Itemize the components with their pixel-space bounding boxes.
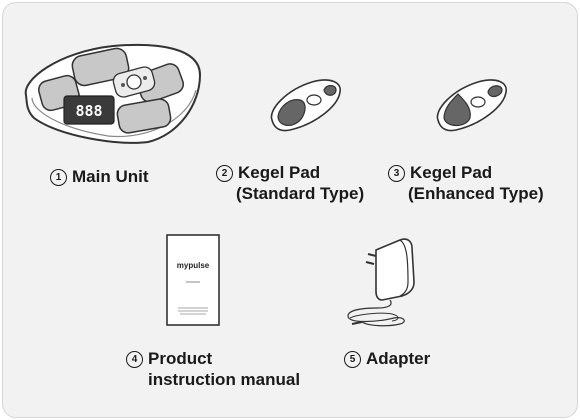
item-name: Main Unit (72, 167, 149, 186)
item-name: Product (148, 349, 213, 368)
main-unit-illustration: 888 (24, 43, 202, 144)
manual-brand-text: mypulse (177, 261, 210, 270)
display-digits: 888 (75, 102, 102, 120)
number-badge: 3 (388, 165, 405, 182)
adapter-illustration (347, 238, 415, 327)
item-subtitle: (Standard Type) (236, 184, 365, 203)
number-badge: 5 (344, 351, 361, 368)
item-label-manual: 4 Product instruction manual (126, 348, 300, 390)
number-badge: 2 (216, 165, 233, 182)
item-name: Adapter (366, 349, 431, 368)
item-label-kegel-pad-standard: 2 Kegel Pad (Standard Type) (216, 162, 364, 204)
kegel-pad-enhanced-illustration (436, 79, 507, 132)
item-name: Kegel Pad (238, 163, 321, 182)
number-badge: 1 (50, 169, 67, 186)
item-subtitle: (Enhanced Type) (408, 184, 544, 203)
item-label-kegel-pad-enhanced: 3 Kegel Pad (Enhanced Type) (388, 162, 544, 204)
item-name: Kegel Pad (410, 163, 493, 182)
kegel-pad-standard-illustration (270, 79, 341, 132)
manual-illustration: mypulse (166, 234, 220, 326)
item-label-adapter: 5 Adapter (344, 348, 430, 369)
item-label-main-unit: 1 Main Unit (50, 166, 149, 187)
number-badge: 4 (126, 351, 143, 368)
item-subtitle: instruction manual (148, 370, 301, 389)
